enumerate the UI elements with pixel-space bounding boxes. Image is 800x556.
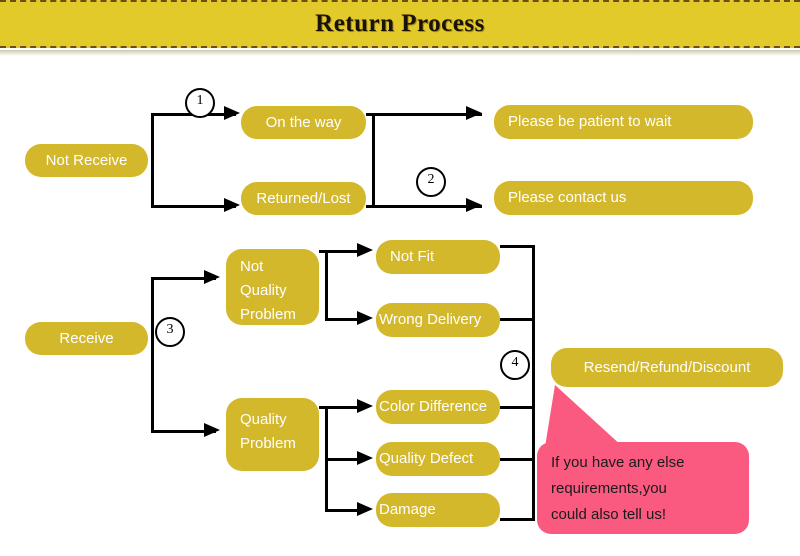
- connector-to-color-difference: [325, 406, 365, 409]
- arrowhead-damage: [357, 502, 373, 516]
- step-marker-3: 3: [155, 317, 185, 347]
- node-not-quality-problem[interactable]: Not Quality Problem: [226, 249, 319, 325]
- collector-not-fit: [500, 245, 535, 248]
- connector-not-quality-out-top: [319, 250, 329, 253]
- node-damage[interactable]: Damage: [376, 493, 500, 527]
- connector-receive-to-quality: [151, 430, 216, 433]
- connector-to-quality-defect: [325, 458, 365, 461]
- step-marker-1: 1: [185, 88, 215, 118]
- connector-returned-lost-out: [366, 205, 376, 208]
- node-please-be-patient-to-wait[interactable]: Please be patient to wait: [494, 105, 753, 139]
- node-not-receive[interactable]: Not Receive: [25, 144, 148, 177]
- collector-wrong-delivery: [500, 318, 535, 321]
- node-not-fit[interactable]: Not Fit: [376, 240, 500, 274]
- node-resend-refund-discount[interactable]: Resend/Refund/Discount: [551, 348, 783, 387]
- connector-receive-to-not-quality: [151, 277, 216, 280]
- connector-not-receive-to-returned-lost: [151, 205, 236, 208]
- arrowhead-contact: [466, 198, 482, 212]
- arrowhead-returned-lost: [224, 198, 240, 212]
- step-marker-4: 4: [500, 350, 530, 380]
- arrowhead-on-the-way: [224, 106, 240, 120]
- page-title: Return Process: [315, 10, 485, 37]
- connector-to-damage: [325, 509, 365, 512]
- arrowhead-quality: [204, 423, 220, 437]
- arrowhead-color-difference: [357, 399, 373, 413]
- connector-states-spine: [372, 113, 375, 208]
- node-on-the-way[interactable]: On the way: [241, 106, 366, 139]
- arrowhead-not-quality: [204, 270, 220, 284]
- connector-to-not-fit: [325, 250, 365, 253]
- node-returned-lost[interactable]: Returned/Lost: [241, 182, 366, 215]
- connector-to-wait: [372, 113, 482, 116]
- node-quality-problem[interactable]: Quality Problem: [226, 398, 319, 471]
- node-color-difference[interactable]: Color Difference: [376, 390, 500, 424]
- step-marker-2: 2: [416, 167, 446, 197]
- arrowhead-not-fit: [357, 243, 373, 257]
- node-wrong-delivery[interactable]: Wrong Delivery: [376, 303, 500, 337]
- collector-damage: [500, 518, 535, 521]
- header-banner: Return Process: [0, 0, 800, 56]
- collector-quality-defect: [500, 458, 535, 461]
- node-receive[interactable]: Receive: [25, 322, 148, 355]
- callout-bubble: If you have any else requirements,you co…: [537, 442, 749, 534]
- arrowhead-wrong-delivery: [357, 311, 373, 325]
- callout-tail: [545, 385, 623, 447]
- connector-not-quality-spine: [325, 250, 328, 320]
- connector-to-contact: [372, 205, 482, 208]
- connector-receive-spine: [151, 277, 154, 433]
- arrowhead-wait: [466, 106, 482, 120]
- connector-quality-out: [319, 406, 329, 409]
- collector-color-difference: [500, 406, 535, 409]
- connector-not-receive-spine: [151, 113, 154, 208]
- connector-on-the-way-out: [366, 113, 376, 116]
- arrowhead-quality-defect: [357, 451, 373, 465]
- node-please-contact-us[interactable]: Please contact us: [494, 181, 753, 215]
- node-quality-defect[interactable]: Quality Defect: [376, 442, 500, 476]
- connector-to-wrong-delivery: [325, 318, 365, 321]
- collector-spine: [532, 245, 535, 521]
